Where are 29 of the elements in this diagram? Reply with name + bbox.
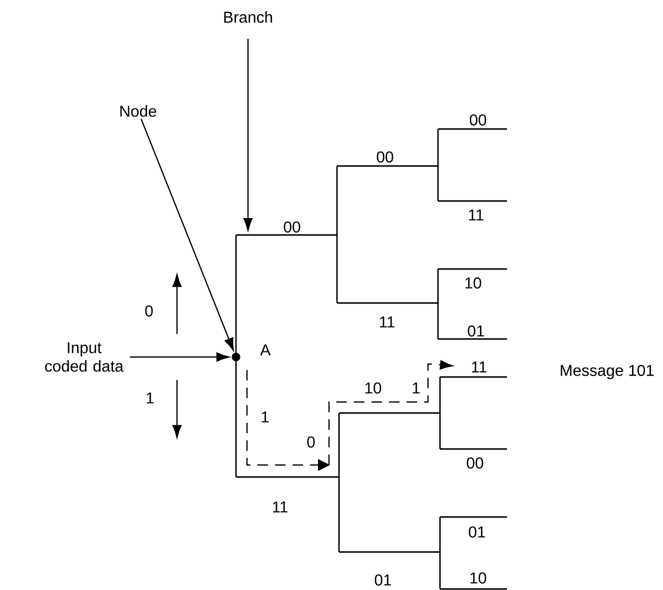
branch-label: 0	[145, 305, 153, 317]
branch-label: 10	[470, 572, 486, 584]
branch-label: 1	[262, 412, 269, 422]
label-text: Node	[120, 105, 156, 117]
branch-label: 11	[380, 316, 394, 328]
label-text: Input coded data	[45, 342, 124, 372]
branch-label: 0	[307, 436, 315, 448]
branch-label: 11	[469, 210, 484, 220]
branch-label: 00	[376, 151, 394, 163]
arrow	[130, 352, 230, 362]
arrow	[140, 118, 234, 351]
branch-label: 1	[146, 392, 154, 404]
branch-label: 11	[472, 362, 486, 372]
label-text: Branch	[224, 11, 272, 23]
path-arrow	[246, 360, 453, 471]
branch-label: 01	[468, 325, 484, 337]
arrow	[243, 38, 253, 231]
node-label: A	[260, 344, 271, 356]
branch-label: 10	[465, 277, 482, 289]
branch-label: 00	[466, 457, 484, 469]
branch-label: 11	[273, 502, 288, 512]
branch-label: 00	[470, 114, 486, 126]
branch-label: 01	[468, 526, 486, 538]
node-dot	[232, 352, 240, 362]
branch-label: 1	[412, 382, 420, 394]
message-label: Message 101	[560, 364, 654, 380]
branch-label: 01	[374, 574, 392, 586]
branch-label: 00	[284, 221, 300, 233]
branch-label: 10	[365, 382, 382, 394]
